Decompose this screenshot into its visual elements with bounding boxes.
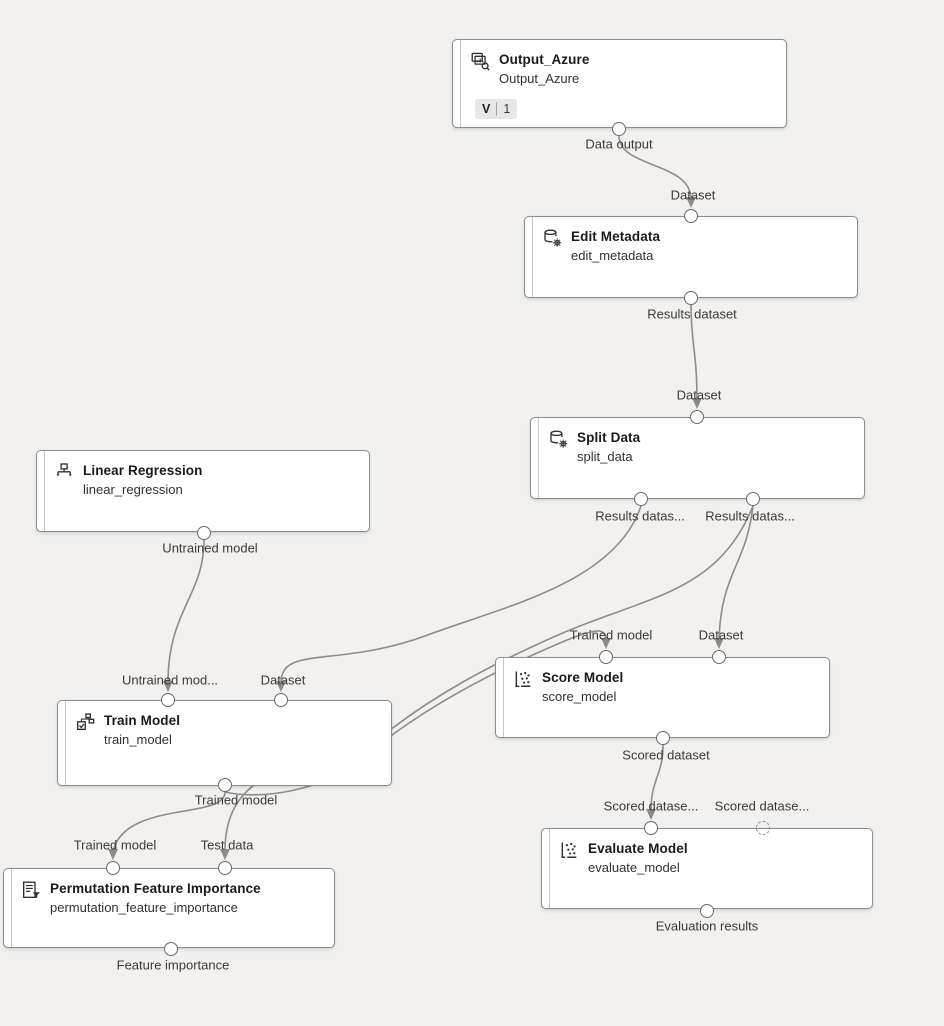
version-label: V [482,102,491,116]
linear_regression-untrained_model-output-port[interactable] [197,526,211,540]
train_model-untrained_model-input-port[interactable] [161,693,175,707]
node-status-strip [44,451,45,531]
port-label: Dataset [698,627,744,643]
edge-arrowhead-icon [692,398,702,409]
node-evaluate_model[interactable]: Evaluate Model evaluate_model [541,828,873,909]
split_data-results_dataset2-output-port[interactable] [746,492,760,506]
node-status-strip [65,701,66,785]
score_model-scored_dataset-output-port[interactable] [656,731,670,745]
node-linear_regression[interactable]: Linear Regression linear_regression [36,450,370,532]
edge-split_data.results_dataset1-to-train_model.dataset[interactable] [280,505,642,684]
node-subtitle: train_model [104,732,172,747]
edge-train_model.trained_model-to-permutation_feature_importance.trained_model[interactable] [112,791,226,852]
port-label: Test data [200,837,254,853]
edge-output_azure.data_output-to-edit_metadata.dataset[interactable] [618,135,692,200]
train_model-trained_model-output-port[interactable] [218,778,232,792]
node-title: Edit Metadata [571,229,661,244]
edge-edit_metadata.results_dataset-to-split_data.dataset[interactable] [690,304,698,401]
dataset-search-icon [470,51,490,71]
edge-arrowhead-icon [163,681,173,692]
port-label: Untrained model [162,540,258,556]
edge-arrowhead-icon [714,638,724,649]
edge-arrowhead-icon [108,849,118,860]
evaluate_model-scored_dataset2-input-port[interactable] [756,821,770,835]
node-subtitle: linear_regression [83,482,183,497]
evaluate_model-evaluation_results-output-port[interactable] [700,904,714,918]
node-title: Score Model [542,670,624,685]
node-split_data[interactable]: Split Data split_data [530,417,865,499]
port-label: Trained model [569,627,653,643]
port-label: Results datas... [705,508,795,524]
node-title: Evaluate Model [588,841,688,856]
output_azure-data_output-output-port[interactable] [612,122,626,136]
permutation_feature_importance-feature_importance-output-port[interactable] [164,942,178,956]
port-label: Evaluation results [655,918,759,934]
score_model-dataset-input-port[interactable] [712,650,726,664]
edge-linear_regression.untrained_model-to-train_model.untrained_model[interactable] [167,539,205,684]
edge-train_model.trained_model-to-score_model.trained_model[interactable] [224,630,607,796]
node-title: Linear Regression [83,463,203,478]
database-gear-icon [542,228,562,248]
edge-arrowhead-icon [686,197,696,208]
node-status-strip [532,217,533,297]
port-label: Dataset [676,387,722,403]
port-label: Dataset [260,672,306,688]
evaluate_model-scored_dataset1-input-port[interactable] [644,821,658,835]
node-status-strip [538,418,539,498]
port-label: Trained model [73,837,157,853]
edit_metadata-results_dataset-output-port[interactable] [684,291,698,305]
edge-arrowhead-icon [646,809,656,820]
split_data-dataset-input-port[interactable] [690,410,704,424]
permutation_feature_importance-test_data-input-port[interactable] [218,861,232,875]
node-score_model[interactable]: Score Model score_model [495,657,830,738]
port-label: Data output [585,136,653,152]
port-label: Feature importance [116,957,230,973]
train_model-dataset-input-port[interactable] [274,693,288,707]
node-title: Split Data [577,430,641,445]
edge-split_data.results_dataset2-to-score_model.dataset[interactable] [718,505,754,641]
port-label: Trained model [194,792,278,808]
permutation_feature_importance-trained_model-input-port[interactable] [106,861,120,875]
node-status-strip [549,829,550,908]
node-subtitle: Output_Azure [499,71,580,86]
scatter-icon [513,669,533,689]
hierarchy-icon [54,462,74,482]
node-subtitle: split_data [577,449,633,464]
version-value: 1 [503,102,511,116]
edge-arrowhead-icon [276,681,286,692]
node-status-strip [503,658,504,737]
port-label: Results datas... [595,508,685,524]
scatter-icon [559,840,579,860]
edit_metadata-dataset-input-port[interactable] [684,209,698,223]
node-subtitle: score_model [542,689,617,704]
node-status-strip [11,869,12,947]
port-label: Scored dataset [622,747,710,763]
node-title: Permutation Feature Importance [50,881,261,896]
node-status-strip [460,40,461,127]
node-permutation_feature_importance[interactable]: Permutation Feature Importance permutatio… [3,868,335,948]
edge-arrowhead-icon [601,638,611,649]
node-title: Output_Azure [499,52,590,67]
node-train_model[interactable]: Train Model train_model [57,700,392,786]
edge-arrowhead-icon [220,849,230,860]
node-subtitle: edit_metadata [571,248,654,263]
score_model-trained_model-input-port[interactable] [599,650,613,664]
port-label: Results dataset [647,306,737,322]
edge-score_model.scored_dataset-to-evaluate_model.scored_dataset1[interactable] [650,744,664,812]
node-title: Train Model [104,713,181,728]
badge-divider [496,102,498,116]
port-label: Untrained mod... [121,672,219,688]
train-check-icon [75,712,95,732]
list-funnel-icon [21,880,41,900]
node-subtitle: evaluate_model [588,860,680,875]
split_data-results_dataset1-output-port[interactable] [634,492,648,506]
node-edit_metadata[interactable]: Edit Metadata edit_metadata [524,216,858,298]
port-label: Scored datase... [714,798,810,814]
port-label: Dataset [670,187,716,203]
port-label: Scored datase... [603,798,699,814]
node-subtitle: permutation_feature_importance [50,900,238,915]
database-gear-icon [548,429,568,449]
